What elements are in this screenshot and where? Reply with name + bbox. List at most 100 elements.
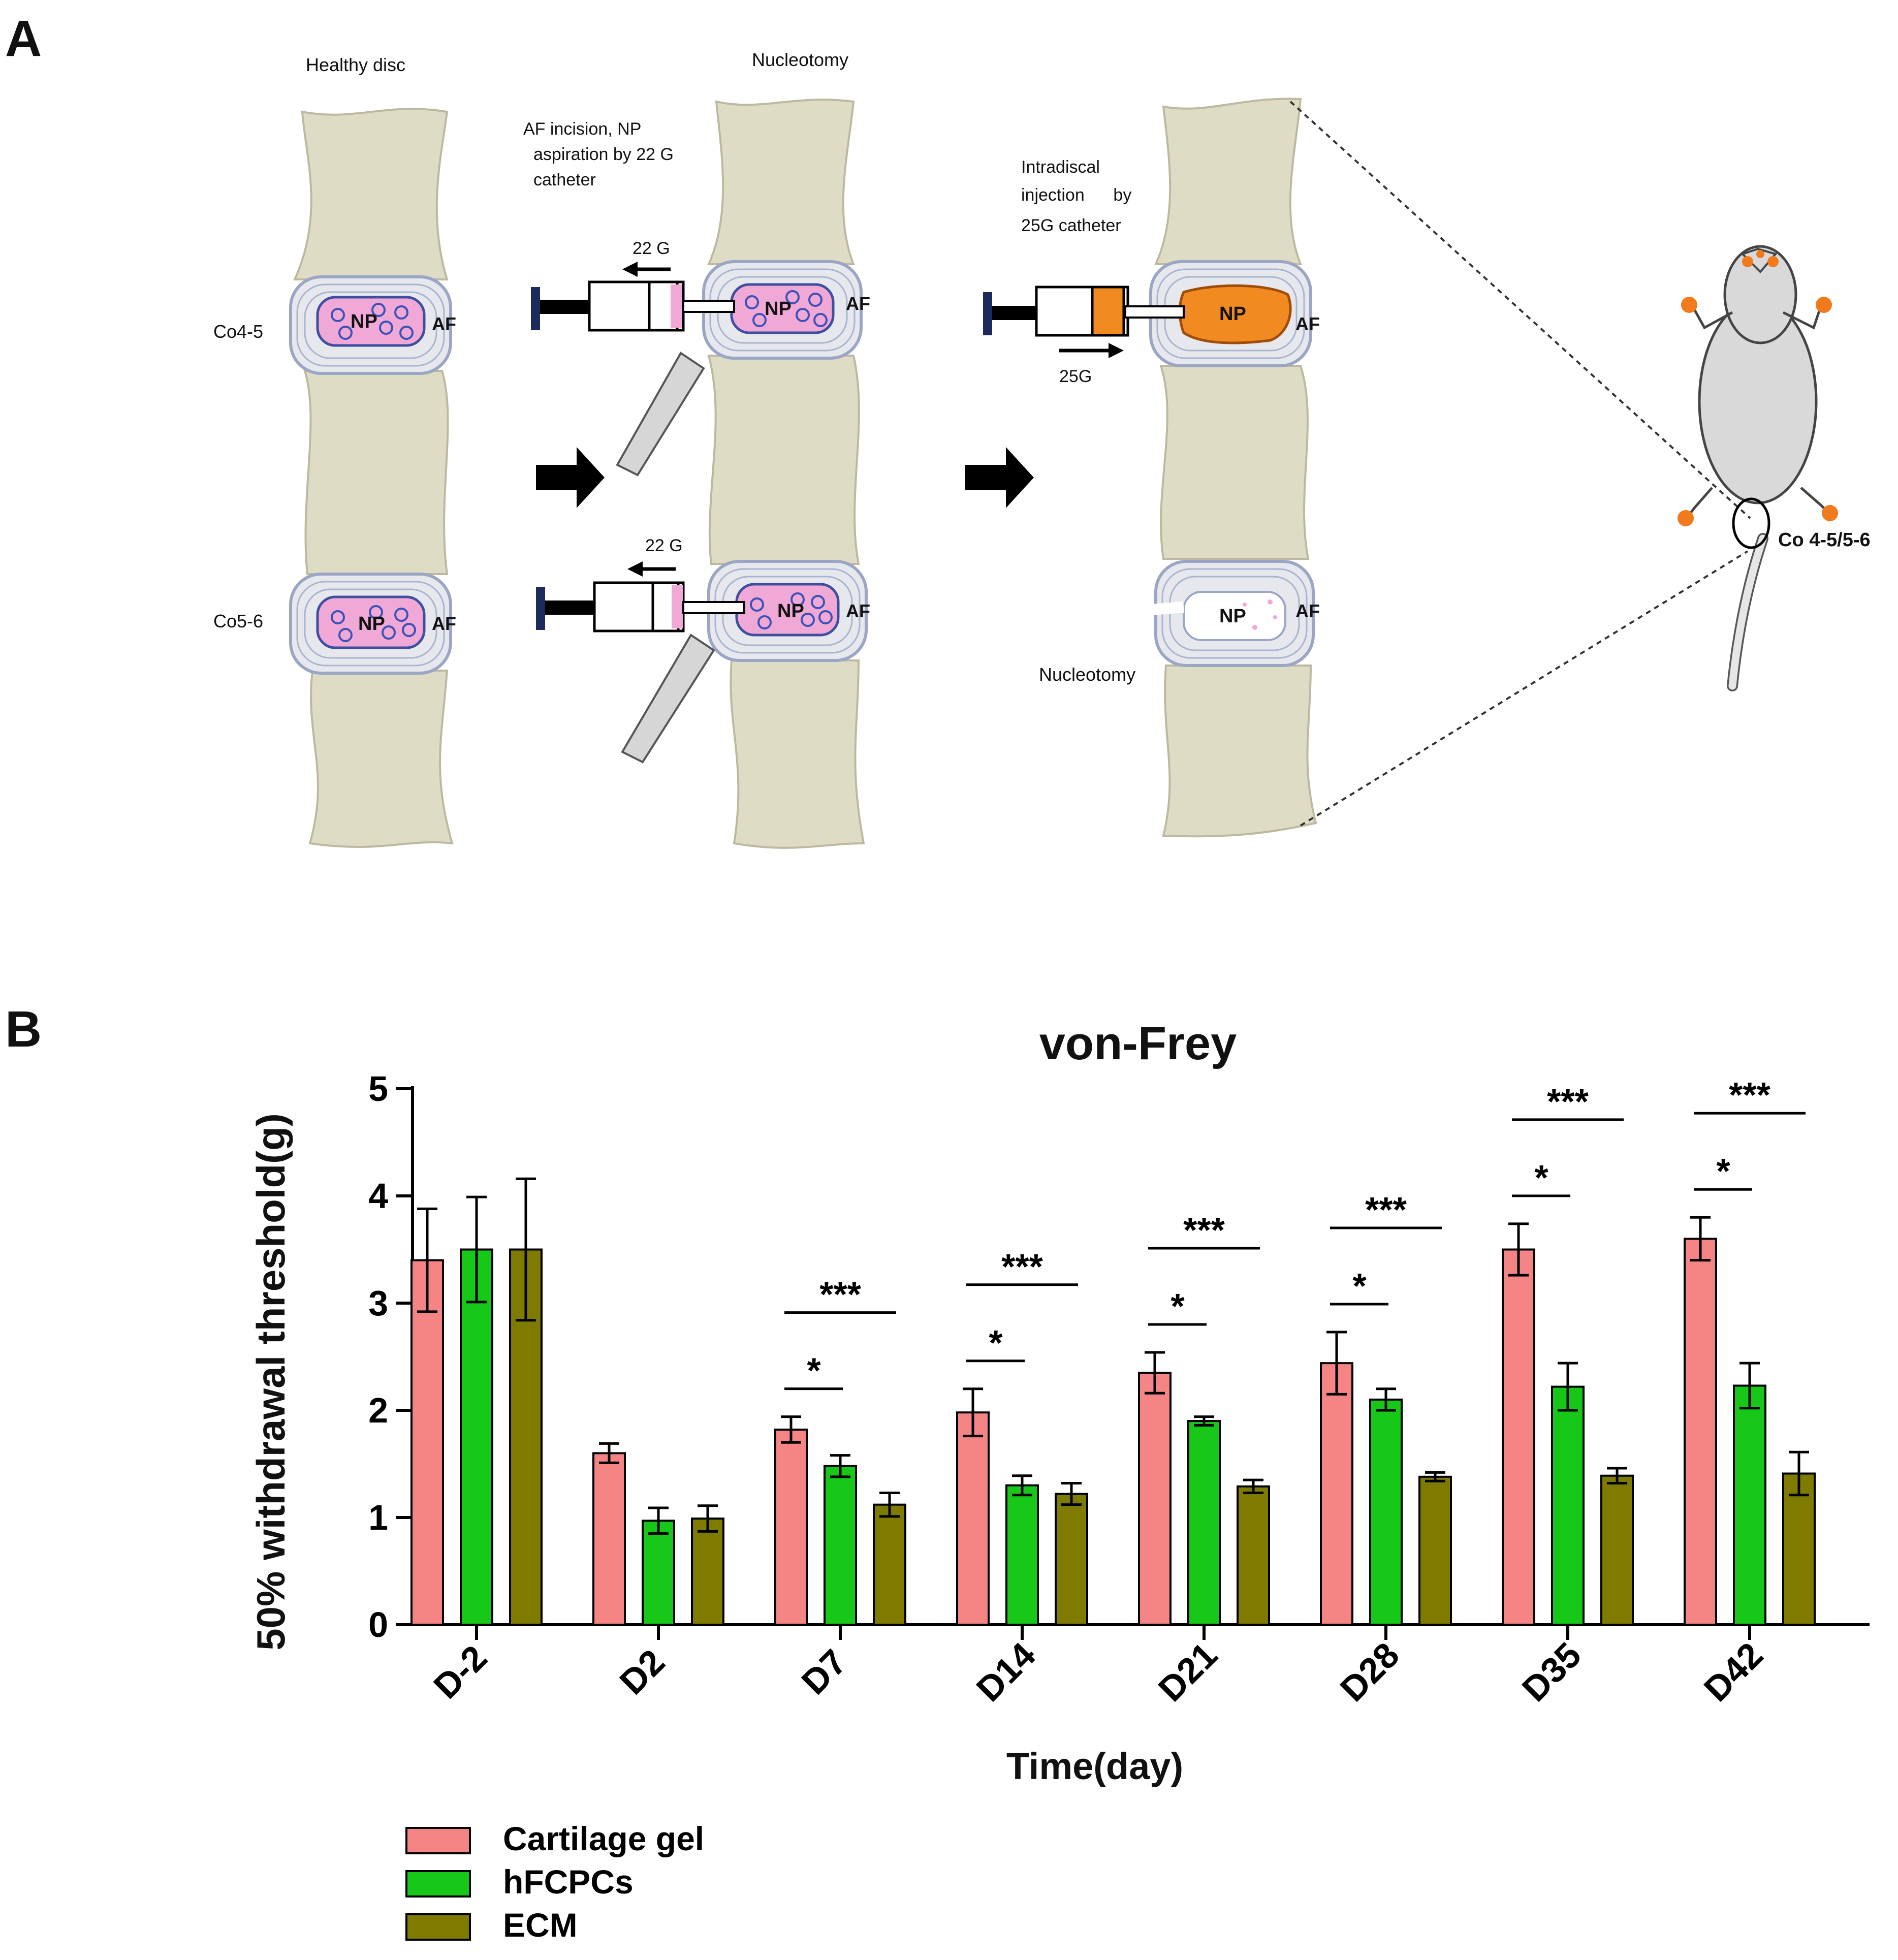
- x-tick-label-D21: D21: [1151, 1635, 1225, 1709]
- sig-star-single: *: [807, 1351, 821, 1390]
- level-co56-label: Co5-6: [213, 611, 263, 631]
- bar-cartilage-gel-D35: [1502, 1248, 1535, 1626]
- x-axis-label: Time(day): [1006, 1745, 1183, 1787]
- nucleotomy-spine: NP AF NP AF: [702, 99, 870, 849]
- y-axis: 0 1 2 3 4 5: [368, 1069, 414, 1645]
- disc-co45: NP AF: [289, 275, 456, 375]
- x-tick-label-D28: D28: [1333, 1635, 1407, 1709]
- np-label-nucleotomy-top: NP: [765, 298, 792, 320]
- zoom-line-bottom: [1300, 550, 1749, 827]
- sig-star-triple: ***: [1001, 1247, 1043, 1286]
- x-tick-label-D7: D7: [794, 1642, 854, 1702]
- gauge-22-bottom: 22 G: [645, 536, 683, 555]
- x-tick-label-D2: D2: [612, 1642, 672, 1702]
- injection-spine: NP AF NP AF: [1120, 98, 1320, 838]
- process-arrow-2: [965, 447, 1034, 508]
- y-tick-label: 5: [368, 1069, 388, 1109]
- significance-annotations: ************************: [784, 1075, 1806, 1390]
- bar-series-group: [410, 1177, 1816, 1626]
- x-tick-label-D14: D14: [969, 1635, 1043, 1709]
- syringe-22g-top: 22 G: [531, 239, 735, 332]
- bar-ecm-D14: [1055, 1493, 1088, 1626]
- sig-star-single: *: [1352, 1266, 1367, 1306]
- gauge-25: 25G: [1059, 367, 1092, 386]
- af-label-healthy-top: AF: [432, 313, 456, 334]
- disc-injected: NP AF: [1149, 260, 1320, 367]
- sig-star-triple: ***: [1547, 1082, 1589, 1121]
- rat-level-label: Co 4-5/5-6: [1778, 529, 1871, 551]
- injection-line-3: 25G catheter: [1021, 216, 1121, 235]
- np-label-nucleotomized: NP: [1219, 606, 1246, 627]
- bar-ecm-D21: [1237, 1485, 1270, 1626]
- af-incision-line-1: AF incision, NP: [523, 119, 641, 139]
- y-axis-label: 50% withdrawal threshold(g): [248, 1113, 293, 1650]
- y-tick-label: 2: [368, 1390, 388, 1430]
- y-tick-label: 1: [368, 1498, 388, 1537]
- zoom-line-top: [1289, 101, 1751, 519]
- np-label-healthy-top: NP: [351, 311, 377, 332]
- sig-star-single: *: [1534, 1158, 1548, 1197]
- disc-co56: NP AF: [289, 573, 456, 675]
- bar-hfcpcs-D-2: [460, 1248, 493, 1626]
- af-incision-line-3: catheter: [533, 170, 596, 189]
- af-label-healthy-bottom: AF: [432, 613, 456, 634]
- legend-swatch-cartilage-gel: [405, 1827, 471, 1854]
- bar-ecm-D35: [1600, 1474, 1634, 1626]
- bar-cartilage-gel-D28: [1320, 1362, 1353, 1626]
- sig-star-triple: ***: [1183, 1210, 1225, 1250]
- sig-star-single: *: [1171, 1286, 1185, 1326]
- scalpel-top: [616, 352, 705, 477]
- af-label-injected: AF: [1295, 313, 1320, 334]
- y-tick-label: 4: [368, 1176, 388, 1216]
- healthy-spine: NP AF NP AF: [289, 108, 456, 848]
- nucleotomy-label: Nucleotomy: [1039, 664, 1135, 685]
- chart-title: von-Frey: [1039, 1018, 1237, 1069]
- bar-cartilage-gel-D7: [774, 1428, 808, 1626]
- np-label-healthy-bottom: NP: [358, 613, 385, 635]
- af-incision-line-2: aspiration by 22 G: [533, 145, 674, 164]
- legend-swatch-hfcpcs: [405, 1870, 471, 1898]
- bar-cartilage-gel-D21: [1138, 1372, 1172, 1626]
- bar-ecm-D2: [691, 1518, 724, 1626]
- bar-ecm-D7: [873, 1503, 906, 1626]
- scalpel-bottom: [621, 634, 715, 764]
- y-tick-label: 0: [368, 1605, 388, 1645]
- bar-hfcpcs-D42: [1733, 1384, 1766, 1626]
- legend-swatch-ecm: [405, 1913, 471, 1941]
- np-label-injected: NP: [1219, 303, 1246, 325]
- sig-star-triple: ***: [1365, 1190, 1407, 1229]
- legend-label: hFCPCs: [503, 1863, 634, 1901]
- legend-label: ECM: [503, 1906, 578, 1944]
- rat-illustration: [1678, 245, 1838, 691]
- bar-cartilage-gel-D14: [956, 1411, 990, 1626]
- syringe-22g-bottom: 22 G: [536, 536, 745, 633]
- af-label-nucleotomy-top: AF: [846, 293, 870, 314]
- x-tick-label-D42: D42: [1696, 1635, 1770, 1709]
- bar-hfcpcs-D14: [1005, 1484, 1039, 1626]
- y-tick-label: 3: [368, 1283, 388, 1323]
- sig-star-triple: ***: [1729, 1075, 1770, 1115]
- bar-ecm-D28: [1418, 1475, 1452, 1626]
- np-label-nucleotomy-bottom: NP: [777, 600, 804, 622]
- x-tick-label-D35: D35: [1514, 1635, 1589, 1709]
- level-co45-label: Co4-5: [213, 321, 263, 342]
- bar-cartilage-gel-D42: [1684, 1238, 1717, 1626]
- injection-line-1: Intradiscal: [1021, 157, 1100, 177]
- legend-label: Cartilage gel: [503, 1820, 704, 1857]
- disc-nucleotomy-bottom: NP AF: [707, 560, 870, 662]
- af-label-nucleotomy-bottom: AF: [846, 600, 870, 621]
- healthy-disc-title: Healthy disc: [306, 54, 405, 75]
- bar-hfcpcs-D21: [1187, 1420, 1221, 1626]
- syringe-25g: 25G: [983, 286, 1185, 386]
- sig-star-single: *: [989, 1323, 1003, 1363]
- gauge-22-top: 22 G: [632, 239, 670, 258]
- injection-line-2: injection by: [1021, 185, 1131, 205]
- sig-star-triple: ***: [819, 1275, 861, 1314]
- bar-cartilage-gel-D2: [592, 1452, 626, 1626]
- panel-a-letter: A: [5, 10, 42, 67]
- tail-region-marker: [1732, 497, 1770, 549]
- bar-hfcpcs-D35: [1551, 1385, 1585, 1626]
